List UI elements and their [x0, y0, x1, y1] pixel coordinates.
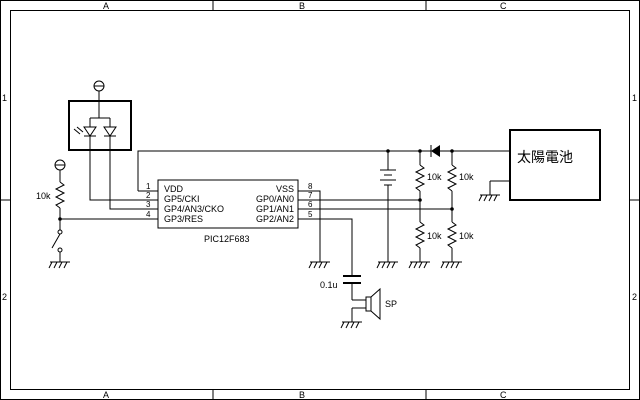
solar-cell: 太陽電池 [478, 129, 601, 202]
frame-col-b-bottom: B [299, 390, 305, 400]
ic-pin-2-name: GP5/CKI [164, 194, 200, 204]
ic-pin-4-num: 4 [146, 210, 151, 219]
frame-row-2-right: 2 [632, 292, 637, 302]
wire-gp5 [89, 150, 148, 201]
frame-col-a-top: A [103, 1, 109, 11]
ic-pin-8-name: VSS [276, 184, 294, 194]
speaker: SP [340, 287, 397, 329]
divider-2-top-resistor [446, 164, 458, 192]
ic-pin-6-name: GP1/AN1 [256, 204, 294, 214]
wire-vss [318, 190, 321, 262]
divider-2-bottom-value: 10k [459, 231, 474, 241]
ic-pin-8-num: 8 [308, 182, 313, 191]
ic-pin-1-num: 1 [146, 182, 151, 191]
speaker-label: SP [385, 299, 397, 309]
ic-pin-3-name: GP4/AN3/CKO [164, 204, 224, 214]
ic-pin-7-num: 7 [308, 191, 313, 200]
ic-pin-5-name: GP2/AN2 [256, 214, 294, 224]
pic-ic: 1 2 3 4 VDD GP5/CKI GP4/AN3/CKO GP3/RES … [138, 179, 318, 244]
pullup-resistor [54, 181, 66, 209]
divider-1-top-resistor [414, 164, 426, 192]
wire-gp4 [109, 150, 148, 210]
ic-pin-2-num: 2 [146, 191, 151, 200]
ic-pin-5-num: 5 [308, 210, 313, 219]
divider-1-bottom-value: 10k [427, 231, 442, 241]
reset-circuit: 10k [36, 159, 70, 269]
ic-pin-4-name: GP3/RES [164, 214, 203, 224]
ic-part-number: PIC12F683 [204, 234, 250, 244]
divider-1-bottom-resistor [414, 221, 426, 249]
capacitor-value: 0.1u [320, 280, 338, 290]
wire-gp2 [318, 218, 353, 276]
frame-col-a-bottom: A [103, 390, 109, 400]
push-switch [51, 233, 61, 249]
solar-cell-label: 太陽電池 [517, 150, 573, 166]
ic-pin-7-name: GP0/AN0 [256, 194, 294, 204]
frame-col-c-bottom: C [500, 390, 507, 400]
battery [376, 149, 398, 269]
capacitor: 0.1u [320, 275, 366, 301]
ic-pin-3-num: 3 [146, 200, 151, 209]
frame-row-2-left: 2 [2, 292, 7, 302]
frame-row-1-right: 1 [632, 93, 637, 103]
divider-2: 10k 10k [440, 151, 474, 269]
divider-1-top-value: 10k [427, 172, 442, 182]
frame-row-1-left: 1 [2, 93, 7, 103]
wire-vdd-rail [137, 150, 420, 191]
photo-sensor [68, 80, 132, 151]
divider-2-top-value: 10k [459, 172, 474, 182]
frame-col-c-top: C [500, 1, 507, 11]
ic-pin-1-name: VDD [164, 184, 184, 194]
ground-vss [308, 261, 330, 269]
divider-1: 10k 10k [408, 149, 442, 269]
pullup-resistor-value: 10k [36, 191, 51, 201]
frame-col-b-top: B [299, 1, 305, 11]
divider-2-bottom-resistor [446, 221, 458, 249]
diode [420, 145, 510, 157]
ic-pin-6-num: 6 [308, 200, 313, 209]
